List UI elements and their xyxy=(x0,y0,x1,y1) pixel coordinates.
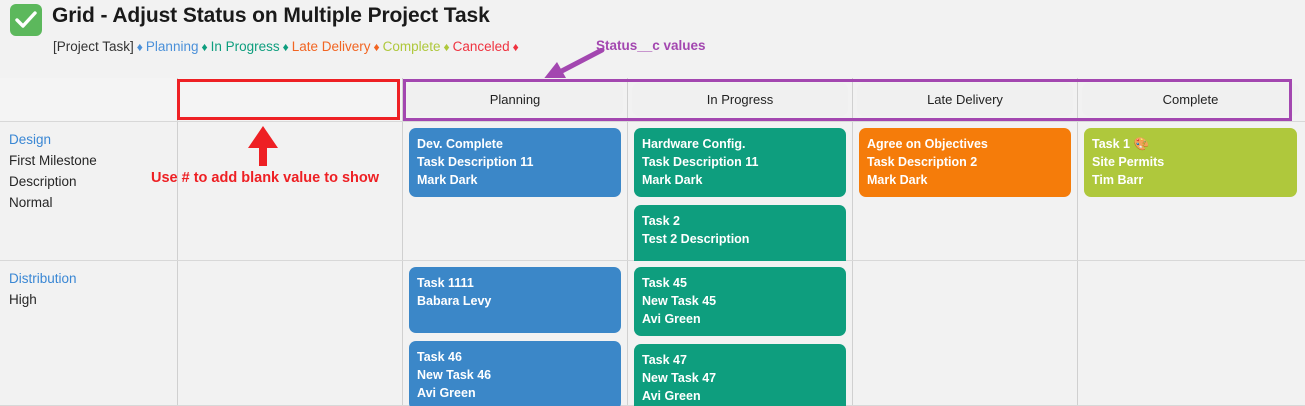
legend-diamond-icon: ♦ xyxy=(282,40,289,54)
legend-diamond-icon: ♦ xyxy=(512,40,519,54)
grid-row: Distribution High Task 1111 Babara Levy … xyxy=(0,261,1305,406)
arrow-up-icon xyxy=(243,126,283,173)
legend-diamond-icon: ♦ xyxy=(373,40,380,54)
cell-design-in-progress[interactable]: Hardware Config. Task Description 11 Mar… xyxy=(628,122,853,271)
task-card[interactable]: Task 46 New Task 46 Avi Green xyxy=(409,341,621,406)
task-card[interactable]: Hardware Config. Task Description 11 Mar… xyxy=(634,128,846,197)
task-card-subtitle: Task Description 11 xyxy=(642,155,759,169)
task-card-assignee: Mark Dark xyxy=(867,173,928,187)
grid-corner-cell xyxy=(0,78,178,121)
legend-diamond-icon: ♦ xyxy=(443,40,450,54)
legend-status-canceled: Canceled xyxy=(452,39,510,54)
status-legend: [Project Task]♦Planning♦In Progress♦Late… xyxy=(53,39,522,54)
column-header-complete[interactable]: Complete xyxy=(1078,78,1303,121)
row-priority: Normal xyxy=(9,195,53,210)
arrow-down-left-icon xyxy=(536,47,606,89)
legend-status-complete: Complete xyxy=(382,39,441,54)
cell-distribution-in-progress[interactable]: Task 45 New Task 45 Avi Green Task 47 Ne… xyxy=(628,261,853,406)
column-header-label: Late Delivery xyxy=(927,92,1003,107)
task-card[interactable]: Task 2 Test 2 Description xyxy=(634,205,846,271)
legend-status-in-progress: In Progress xyxy=(210,39,280,54)
task-card-assignee: Avi Green xyxy=(642,312,701,326)
task-card-assignee: Babara Levy xyxy=(417,294,492,308)
row-blank-cell[interactable] xyxy=(178,261,403,405)
column-header-late-delivery[interactable]: Late Delivery xyxy=(853,78,1078,121)
check-icon xyxy=(10,4,42,36)
task-card-title: Task 2 xyxy=(642,214,680,228)
column-header-label: In Progress xyxy=(706,92,774,107)
row-header-design: Design First Milestone Description Norma… xyxy=(0,122,178,260)
task-card-title: Dev. Complete xyxy=(417,137,503,151)
task-card-title: Task 46 xyxy=(417,350,462,364)
row-name-link[interactable]: Design xyxy=(9,132,52,147)
row-blank-cell[interactable] xyxy=(178,122,403,260)
task-card[interactable]: Task 1111 Babara Levy xyxy=(409,267,621,333)
cell-design-planning[interactable]: Dev. Complete Task Description 11 Mark D… xyxy=(403,122,628,260)
row-name-link[interactable]: Distribution xyxy=(9,271,77,286)
legend-status-late-delivery: Late Delivery xyxy=(291,39,371,54)
task-card-title: Hardware Config. xyxy=(642,137,746,151)
cell-distribution-late-delivery[interactable] xyxy=(853,261,1078,405)
task-card-assignee: Mark Dark xyxy=(417,173,478,187)
task-card-subtitle: New Task 47 xyxy=(642,371,717,385)
grid-blank-column-header xyxy=(178,78,403,121)
cell-design-complete[interactable]: Task 1 🎨 Site Permits Tim Barr xyxy=(1078,122,1303,260)
column-header-label: Planning xyxy=(489,92,541,107)
task-card-assignee: Tim Barr xyxy=(1092,173,1144,187)
column-header-in-progress[interactable]: In Progress xyxy=(628,78,853,121)
status-values-annotation-label: Status__c values xyxy=(596,38,706,53)
task-card[interactable]: Task 1 🎨 Site Permits Tim Barr xyxy=(1084,128,1297,197)
cell-distribution-planning[interactable]: Task 1111 Babara Levy Task 46 New Task 4… xyxy=(403,261,628,406)
task-card-assignee: Avi Green xyxy=(642,389,701,403)
row-header-distribution: Distribution High xyxy=(0,261,178,405)
task-card[interactable]: Task 45 New Task 45 Avi Green xyxy=(634,267,846,336)
grid-row: Design First Milestone Description Norma… xyxy=(0,122,1305,271)
task-card-title: Task 47 xyxy=(642,353,687,367)
cell-distribution-complete[interactable] xyxy=(1078,261,1303,405)
task-card-subtitle: Task Description 11 xyxy=(417,155,534,169)
task-card[interactable]: Task 47 New Task 47 Avi Green xyxy=(634,344,846,406)
task-card-subtitle: Test 2 Description xyxy=(642,232,750,246)
task-card-title: Agree on Objectives xyxy=(867,137,988,151)
task-card-subtitle: Site Permits xyxy=(1092,155,1165,169)
task-card-subtitle: New Task 46 xyxy=(417,368,492,382)
legend-object-label: [Project Task] xyxy=(53,39,134,54)
task-card-title: Task 1 🎨 xyxy=(1092,137,1150,151)
legend-diamond-icon: ♦ xyxy=(136,40,143,54)
page-title: Grid - Adjust Status on Multiple Project… xyxy=(52,4,490,27)
page-header: Grid - Adjust Status on Multiple Project… xyxy=(0,0,1305,78)
column-header-planning[interactable]: Planning xyxy=(403,78,628,121)
task-grid: Planning In Progress Late Delivery Compl… xyxy=(0,78,1305,406)
task-card-assignee: Mark Dark xyxy=(642,173,703,187)
legend-status-planning: Planning xyxy=(145,39,199,54)
cell-design-late-delivery[interactable]: Agree on Objectives Task Description 2 M… xyxy=(853,122,1078,260)
task-card-assignee: Avi Green xyxy=(417,386,476,400)
task-card[interactable]: Agree on Objectives Task Description 2 M… xyxy=(859,128,1071,197)
task-card-title: Task 1111 xyxy=(417,276,474,290)
column-header-label: Complete xyxy=(1162,92,1219,107)
grid-header-row: Planning In Progress Late Delivery Compl… xyxy=(0,78,1305,122)
task-card[interactable]: Dev. Complete Task Description 11 Mark D… xyxy=(409,128,621,197)
legend-diamond-icon: ♦ xyxy=(201,40,208,54)
row-description: First Milestone Description xyxy=(9,153,97,189)
row-priority: High xyxy=(9,292,37,307)
task-card-subtitle: New Task 45 xyxy=(642,294,717,308)
task-card-subtitle: Task Description 2 xyxy=(867,155,978,169)
task-card-title: Task 45 xyxy=(642,276,687,290)
blank-value-annotation-label: Use # to add blank value to show xyxy=(151,170,380,186)
